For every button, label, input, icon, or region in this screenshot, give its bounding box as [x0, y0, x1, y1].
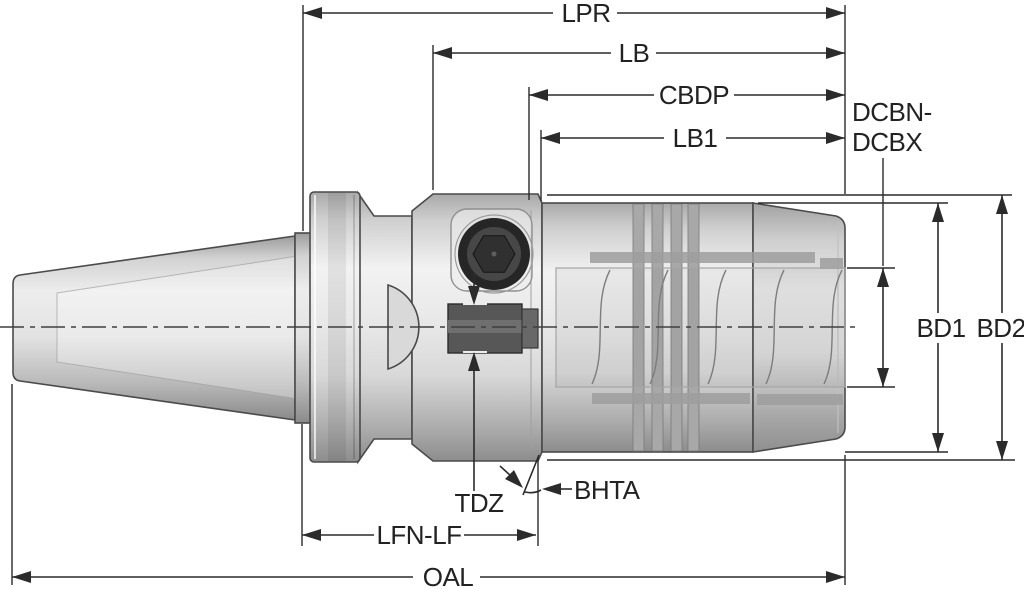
dimension-label-lfn-lf: LFN-LF: [376, 520, 461, 550]
set-screw: [454, 214, 534, 294]
dimension-lb: LB: [433, 38, 845, 68]
dimension-label-bhta: BHTA: [574, 475, 641, 505]
dimension-dcbn-dcbx: DCBN- DCBX: [852, 97, 932, 387]
dimension-label-lb: LB: [619, 38, 650, 68]
dimension-label-dcbn: DCBN-: [852, 97, 932, 127]
tap-driver-insert: [447, 303, 539, 354]
dimension-label-bd2: BD2: [976, 313, 1024, 343]
gauge-step: [294, 232, 312, 424]
extension-lines: [11, 5, 1015, 585]
dimension-lpr: LPR: [303, 0, 845, 28]
dimension-label-oal: OAL: [423, 562, 474, 589]
dimension-label-bd1: BD1: [916, 313, 965, 343]
dimension-lfn-lf: LFN-LF: [302, 520, 536, 550]
dimension-label-lb1: LB1: [673, 123, 718, 153]
dimension-label-dcbx: DCBX: [852, 127, 922, 157]
dimension-label-cbdp: CBDP: [659, 80, 729, 110]
dimension-label-lpr: LPR: [561, 0, 610, 28]
dimension-bhta: BHTA: [499, 454, 641, 505]
dimension-tdz: TDZ: [454, 272, 505, 518]
dimension-bd1: BD1: [916, 203, 966, 452]
dimension-bd2: BD2: [976, 195, 1024, 460]
marking-bands: [590, 252, 843, 405]
dimension-oal: OAL: [12, 562, 845, 589]
dimension-label-tdz: TDZ: [454, 488, 504, 518]
dimension-cbdp: CBDP: [529, 80, 845, 110]
taper-shank: [12, 235, 296, 421]
dimension-lb1: LB1: [541, 123, 845, 153]
